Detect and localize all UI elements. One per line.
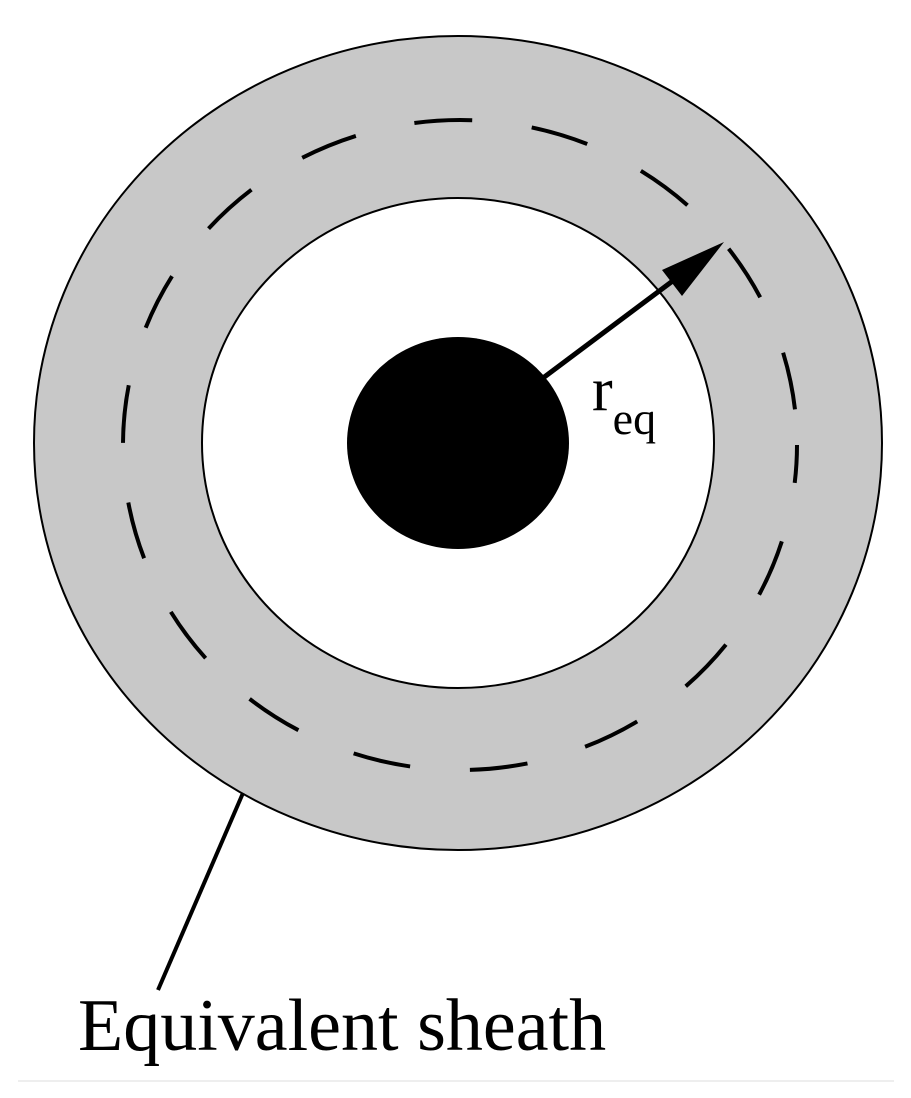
conductor-core-icon — [347, 337, 569, 549]
radius-symbol: r — [592, 356, 613, 424]
radius-label: req — [592, 356, 656, 444]
radius-subscript: eq — [613, 393, 656, 444]
sheath-leader-line — [156, 792, 245, 991]
radius-arrow-head — [662, 242, 724, 296]
radius-arrow-icon — [541, 242, 724, 381]
radius-arrow-shaft — [541, 274, 680, 381]
equivalent-radius-dashed-circle — [121, 118, 799, 772]
sheath-label: Equivalent sheath — [78, 985, 606, 1067]
